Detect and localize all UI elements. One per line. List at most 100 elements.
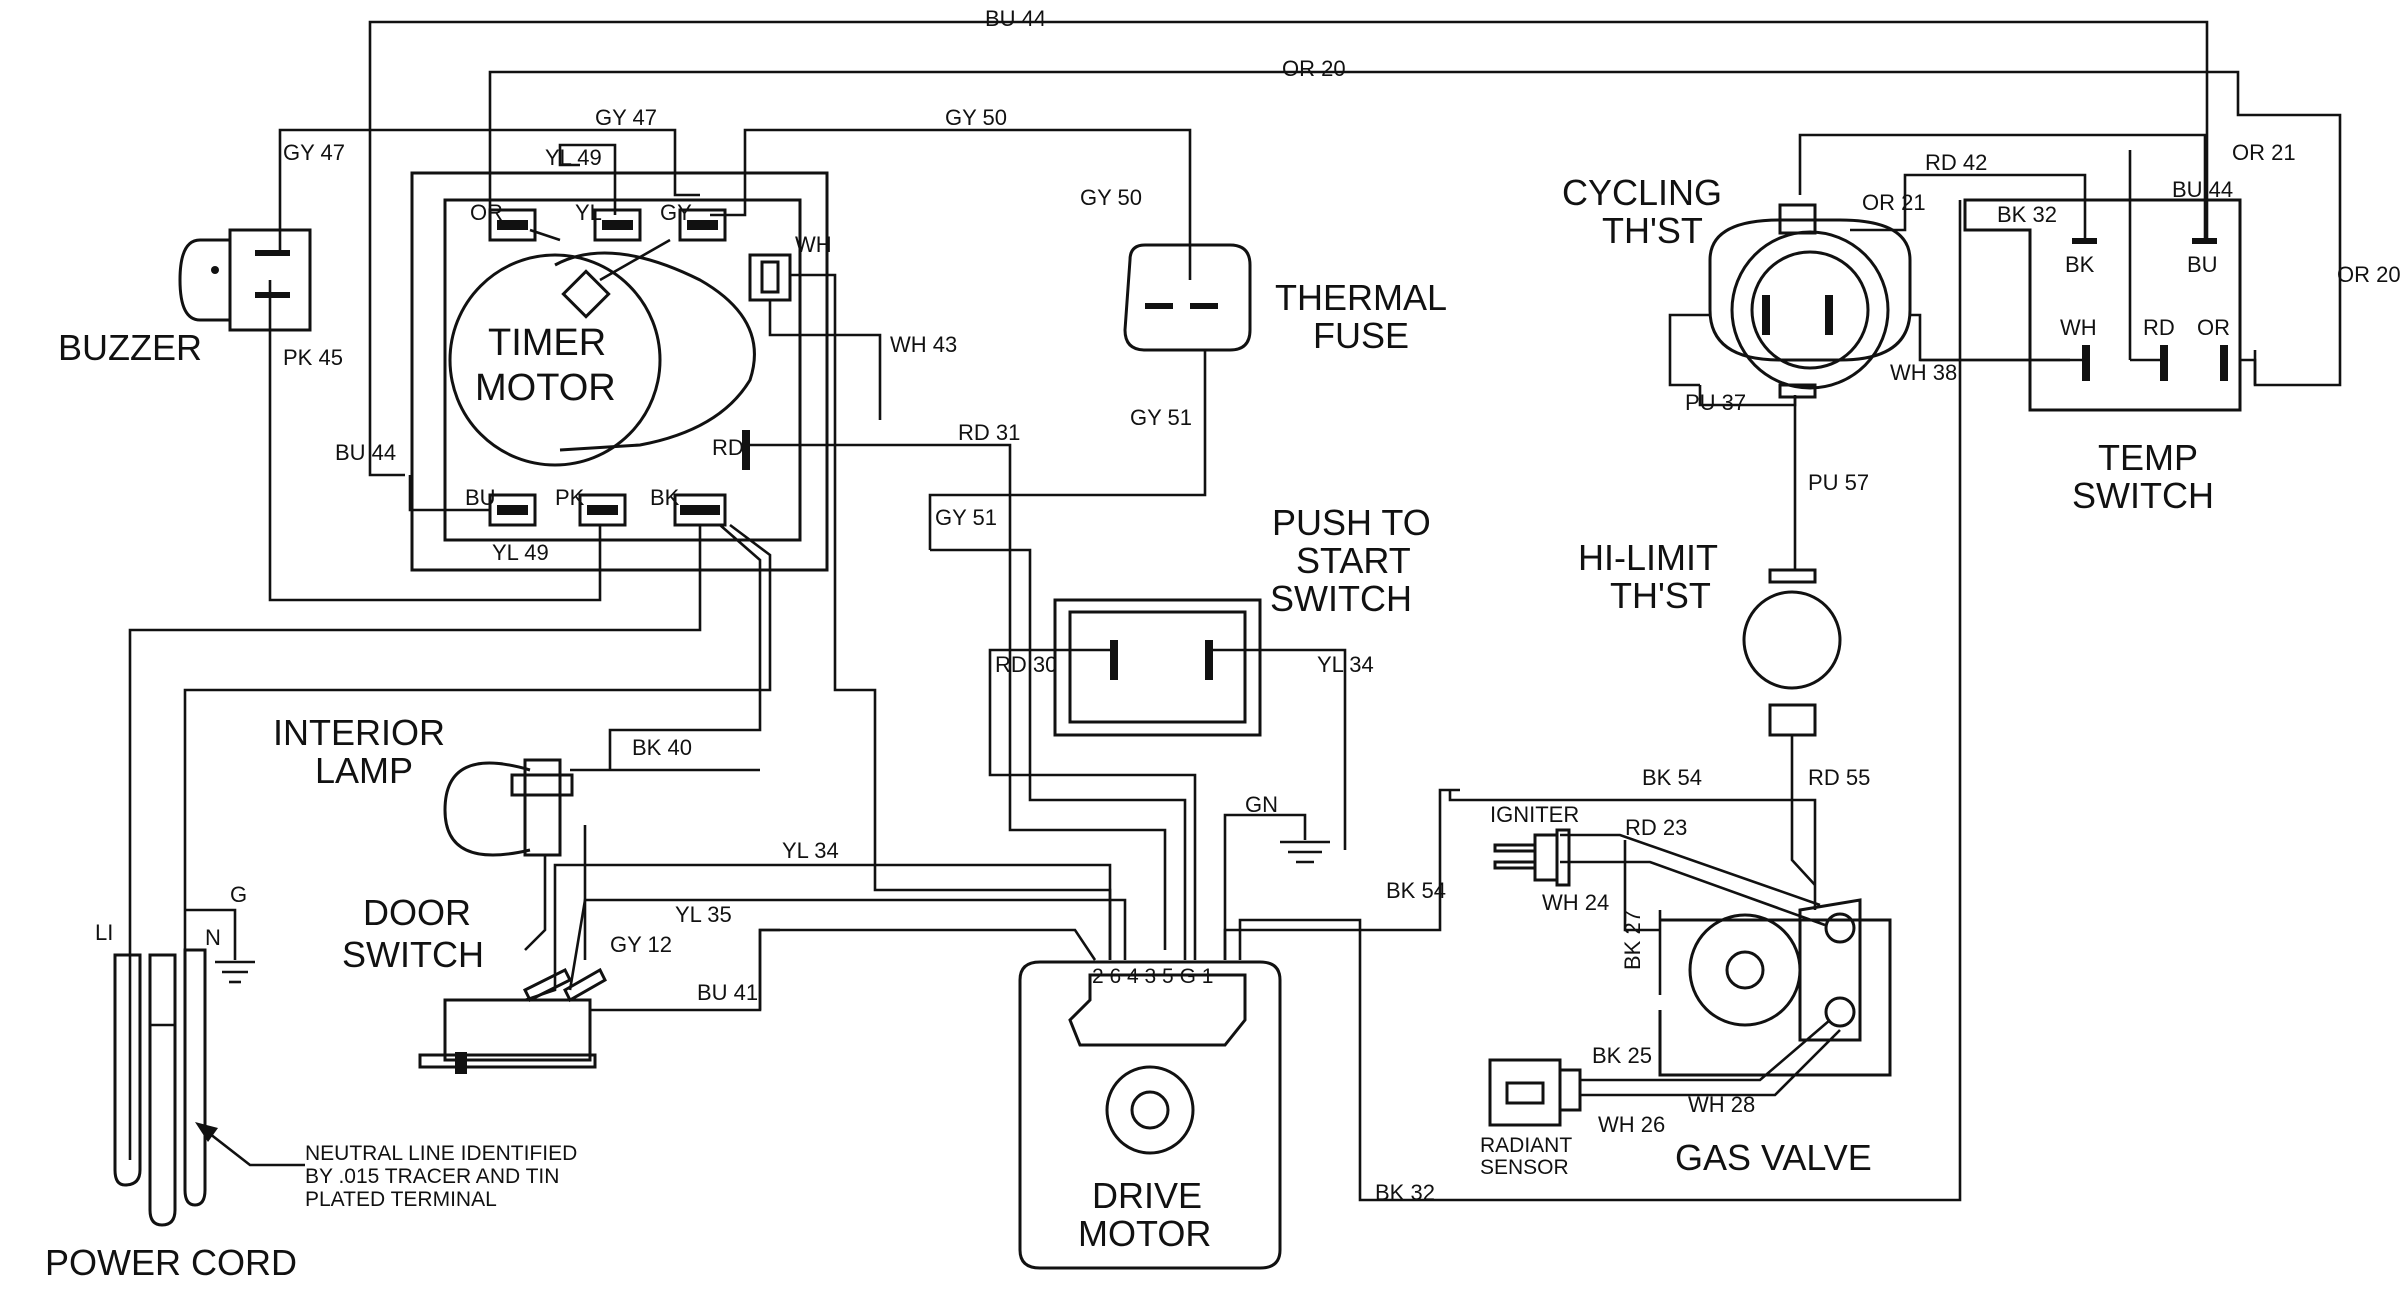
terminal-label: WH	[795, 232, 832, 257]
interior-lamp	[443, 758, 760, 960]
motor-pin-labels: 2 6 4 3 5 G 1	[1092, 965, 1213, 988]
cycling-thermostat-label-1: CYCLING	[1562, 172, 1722, 213]
terminal-label: LI	[95, 920, 113, 945]
radiant-sensor	[1488, 1058, 1582, 1127]
interior-lamp-label-1: INTERIOR	[273, 712, 445, 753]
terminal-label: PK	[555, 485, 585, 510]
note-line-3: PLATED TERMINAL	[305, 1188, 497, 1211]
terminal-label: GY	[660, 200, 692, 225]
component-labels: BUZZER TIMER MOTOR THERMAL FUSE CYCLING …	[45, 172, 2214, 1283]
wire-label: BK 32	[1997, 202, 2057, 227]
push-to-start-label-2: START	[1296, 540, 1411, 581]
wire-label: GY 51	[935, 505, 997, 530]
door-switch	[418, 863, 1127, 1074]
neutral-note: NEUTRAL LINE IDENTIFIED BY .015 TRACER A…	[305, 1142, 577, 1211]
wire-label: RD 55	[1808, 765, 1870, 790]
wire-label: GY 50	[1080, 185, 1142, 210]
wire-label: YL 34	[782, 838, 839, 863]
terminal-label: BK	[2065, 252, 2095, 277]
gas-valve	[1448, 790, 1892, 1097]
terminal-label: RD	[712, 435, 744, 460]
wire-label: YL 49	[545, 145, 602, 170]
timer-motor-label-1: TIMER	[488, 322, 606, 364]
note-line-2: BY .015 TRACER AND TIN	[305, 1165, 559, 1188]
terminal-label: G	[230, 882, 247, 907]
wire-label: GN	[1245, 792, 1278, 817]
power-cord-label: POWER CORD	[45, 1242, 297, 1283]
wire-label: OR 20	[2337, 262, 2401, 287]
wire-label: PU 57	[1808, 470, 1869, 495]
push-to-start-label-3: SWITCH	[1270, 578, 1412, 619]
terminal-label: WH	[2060, 315, 2097, 340]
temp-switch-label-1: TEMP	[2098, 437, 2198, 478]
temp-switch	[1920, 150, 2257, 445]
terminal-label: YL	[575, 200, 602, 225]
radiant-sensor-label-1: RADIANT	[1480, 1134, 1572, 1157]
wire-label: BU 44	[335, 440, 396, 465]
timer-motor-label-2: MOTOR	[475, 367, 616, 409]
drive-motor	[1018, 445, 1962, 1270]
wire-label: PK 45	[283, 345, 343, 370]
thermal-fuse-label-2: FUSE	[1313, 315, 1409, 356]
top-harness-wires	[278, 20, 2342, 477]
drive-motor-label-1: DRIVE	[1092, 1175, 1202, 1216]
wire-label: GY 47	[283, 140, 345, 165]
wire-label: RD 30	[995, 652, 1057, 677]
door-switch-label-2: SWITCH	[342, 934, 484, 975]
wire-label: GY 12	[610, 932, 672, 957]
buzzer-label: BUZZER	[58, 327, 202, 368]
wire-label: YL 34	[1317, 652, 1374, 677]
wire-label: OR 20	[1282, 56, 1346, 81]
igniter-label: IGNITER	[1490, 802, 1579, 827]
power-cord	[113, 908, 305, 1227]
terminal-label: BK	[650, 485, 680, 510]
wire-label: PU 37	[1685, 390, 1746, 415]
terminal-label: OR	[2197, 315, 2230, 340]
note-line-1: NEUTRAL LINE IDENTIFIED	[305, 1142, 577, 1165]
hi-limit-label-2: TH'ST	[1610, 575, 1711, 616]
wire-label: WH 38	[1890, 360, 1957, 385]
wire-label: OR 21	[1862, 190, 1926, 215]
wire-label: BK 25	[1592, 1043, 1652, 1068]
terminal-label: BU	[465, 485, 496, 510]
door-switch-label-1: DOOR	[363, 892, 471, 933]
wire-label: RD 42	[1925, 150, 1987, 175]
wire-label: BK 40	[632, 735, 692, 760]
wire-label: WH 28	[1688, 1092, 1755, 1117]
terminal-label: OR	[470, 200, 503, 225]
terminal-labels: OR YL GY WH RD BU PK BK BK BU WH RD OR 2…	[95, 200, 2230, 988]
terminal-label: RD	[2143, 315, 2175, 340]
push-to-start-label-1: PUSH TO	[1272, 502, 1431, 543]
cycling-thermostat	[1668, 203, 2070, 570]
wire-label: OR 21	[2232, 140, 2296, 165]
wire-label: WH 24	[1542, 890, 1609, 915]
wire-label: BU 41	[697, 980, 758, 1005]
wire-label: BU 44	[985, 6, 1046, 31]
wire-label: RD 23	[1625, 815, 1687, 840]
timer-assembly	[410, 171, 829, 572]
wire-label: WH 26	[1598, 1112, 1665, 1137]
wire-label: YL 35	[675, 902, 732, 927]
hi-limit-thermostat	[1742, 568, 1842, 886]
wire-label: BK 54	[1386, 878, 1446, 903]
wire-label: YL 49	[492, 540, 549, 565]
temp-switch-label-2: SWITCH	[2072, 475, 2214, 516]
wire-label: GY 51	[1130, 405, 1192, 430]
push-to-start-switch	[930, 548, 1347, 960]
wire-label: BK 27	[1620, 910, 1645, 970]
wire-label: WH 43	[890, 332, 957, 357]
drive-motor-label-2: MOTOR	[1078, 1213, 1211, 1254]
interior-lamp-label-2: LAMP	[315, 750, 413, 791]
wire-label: GY 50	[945, 105, 1007, 130]
thermal-fuse	[928, 243, 1252, 550]
terminal-label: N	[205, 925, 221, 950]
buzzer	[178, 228, 312, 332]
wire-label: RD 31	[958, 420, 1020, 445]
ground-symbol-gn	[1223, 813, 1330, 960]
thermal-fuse-label-1: THERMAL	[1275, 277, 1447, 318]
cycling-thermostat-label-2: TH'ST	[1602, 210, 1703, 251]
terminal-label: BU	[2187, 252, 2218, 277]
wire-label: BU 44	[2172, 177, 2233, 202]
radiant-sensor-label-2: SENSOR	[1480, 1156, 1569, 1179]
